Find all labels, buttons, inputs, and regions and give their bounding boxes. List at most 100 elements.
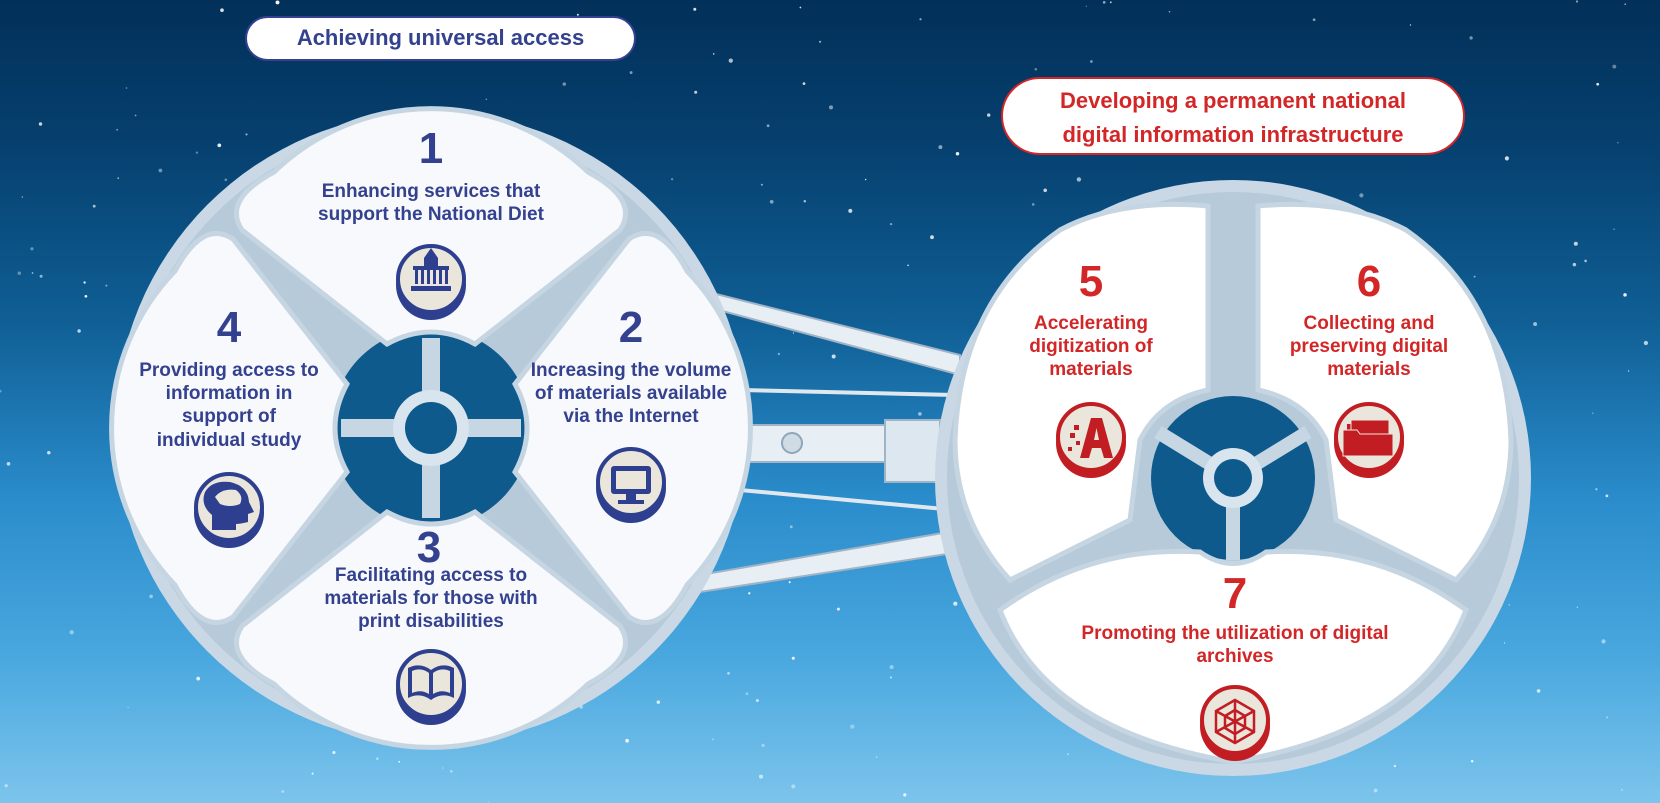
star (1090, 60, 1093, 63)
item-6-label: Collecting and preserving digital materi… (1269, 312, 1469, 382)
head-brain-icon (203, 481, 254, 530)
star (442, 767, 444, 769)
star (875, 756, 878, 759)
star (802, 82, 806, 85)
star (576, 13, 579, 16)
item-3-label: Facilitating access to materials for tho… (296, 564, 566, 634)
star (92, 204, 96, 208)
heading-digital-infrastructure-line2: digital information infrastructure (1062, 122, 1404, 147)
star (281, 790, 285, 793)
star (919, 18, 922, 21)
star (1584, 259, 1587, 263)
star (39, 274, 43, 278)
item-1-label: Enhancing services that support the Nati… (291, 180, 571, 226)
star (562, 82, 566, 86)
star (127, 706, 129, 709)
item-5-label-line: materials (1049, 359, 1133, 381)
star (889, 665, 894, 670)
star (195, 151, 198, 154)
item-4-label-line: Providing access to (139, 360, 319, 381)
item-4-label-line: information in (165, 383, 293, 405)
star (1373, 788, 1378, 793)
star (788, 581, 791, 584)
star (836, 607, 840, 611)
star (799, 6, 802, 9)
star (1359, 193, 1364, 198)
star (69, 630, 74, 635)
star (918, 412, 922, 416)
star (17, 271, 22, 275)
star (670, 177, 674, 181)
star (30, 247, 34, 251)
star (760, 183, 763, 186)
star (158, 168, 163, 173)
star (1031, 203, 1035, 206)
star (47, 450, 51, 455)
star (21, 196, 24, 198)
star (728, 58, 733, 63)
item-2-label-line: via the Internet (563, 406, 699, 428)
star (848, 208, 853, 213)
star (761, 743, 765, 748)
item-2-label-line: Increasing the volume (530, 360, 732, 381)
star (196, 676, 201, 681)
item-1-number: 1 (418, 124, 444, 173)
star (1595, 488, 1598, 491)
item-1-label-line: Enhancing services that (321, 181, 541, 202)
star (712, 738, 714, 741)
star (1613, 228, 1615, 231)
star (275, 0, 280, 5)
star (694, 90, 698, 94)
star (828, 105, 834, 110)
item-6-number: 6 (1356, 257, 1382, 306)
star (864, 178, 867, 181)
star (0, 389, 2, 393)
star (1109, 1, 1112, 4)
star (907, 264, 909, 267)
star (1067, 753, 1069, 755)
star (376, 757, 379, 760)
heading-digital-infrastructure: Developing a permanent national digital … (1001, 77, 1465, 155)
star (712, 53, 715, 55)
star (1533, 322, 1538, 327)
star (1643, 340, 1649, 346)
star (903, 793, 907, 797)
star (1043, 188, 1048, 193)
diet-building-icon (411, 248, 451, 291)
star (953, 601, 958, 606)
star (987, 113, 991, 117)
star (332, 750, 336, 755)
star (245, 133, 248, 136)
item-2-number: 2 (618, 303, 644, 352)
item-2-label: Increasing the volume of materials avail… (511, 359, 751, 429)
folder-icon (1342, 419, 1394, 457)
item-7-label-line: archives (1196, 646, 1274, 668)
star (938, 145, 943, 150)
item-1-label-line: support the National Diet (318, 204, 544, 226)
star (819, 40, 822, 43)
left-station-wheel (109, 106, 753, 750)
heading-digital-infrastructure-line1: Developing a permanent national (1060, 88, 1406, 113)
star (769, 199, 774, 204)
item-7-number: 7 (1222, 569, 1248, 618)
star (1085, 5, 1087, 7)
star (1575, 0, 1579, 3)
item-4-label-line: individual study (156, 429, 302, 451)
star (792, 332, 795, 334)
star (116, 128, 118, 131)
star (625, 738, 629, 743)
star (1102, 1, 1106, 4)
star (311, 772, 314, 775)
item-6-label-line: preserving digital (1289, 336, 1449, 358)
star (1504, 156, 1509, 161)
star (6, 461, 11, 466)
star (224, 178, 228, 182)
star (134, 114, 137, 117)
right-station-wheel (935, 180, 1531, 776)
star (1076, 177, 1082, 182)
star (1168, 10, 1171, 13)
item-5-label-line: Accelerating (1033, 313, 1149, 334)
star (656, 700, 661, 704)
star (84, 294, 88, 298)
star (1473, 275, 1476, 278)
